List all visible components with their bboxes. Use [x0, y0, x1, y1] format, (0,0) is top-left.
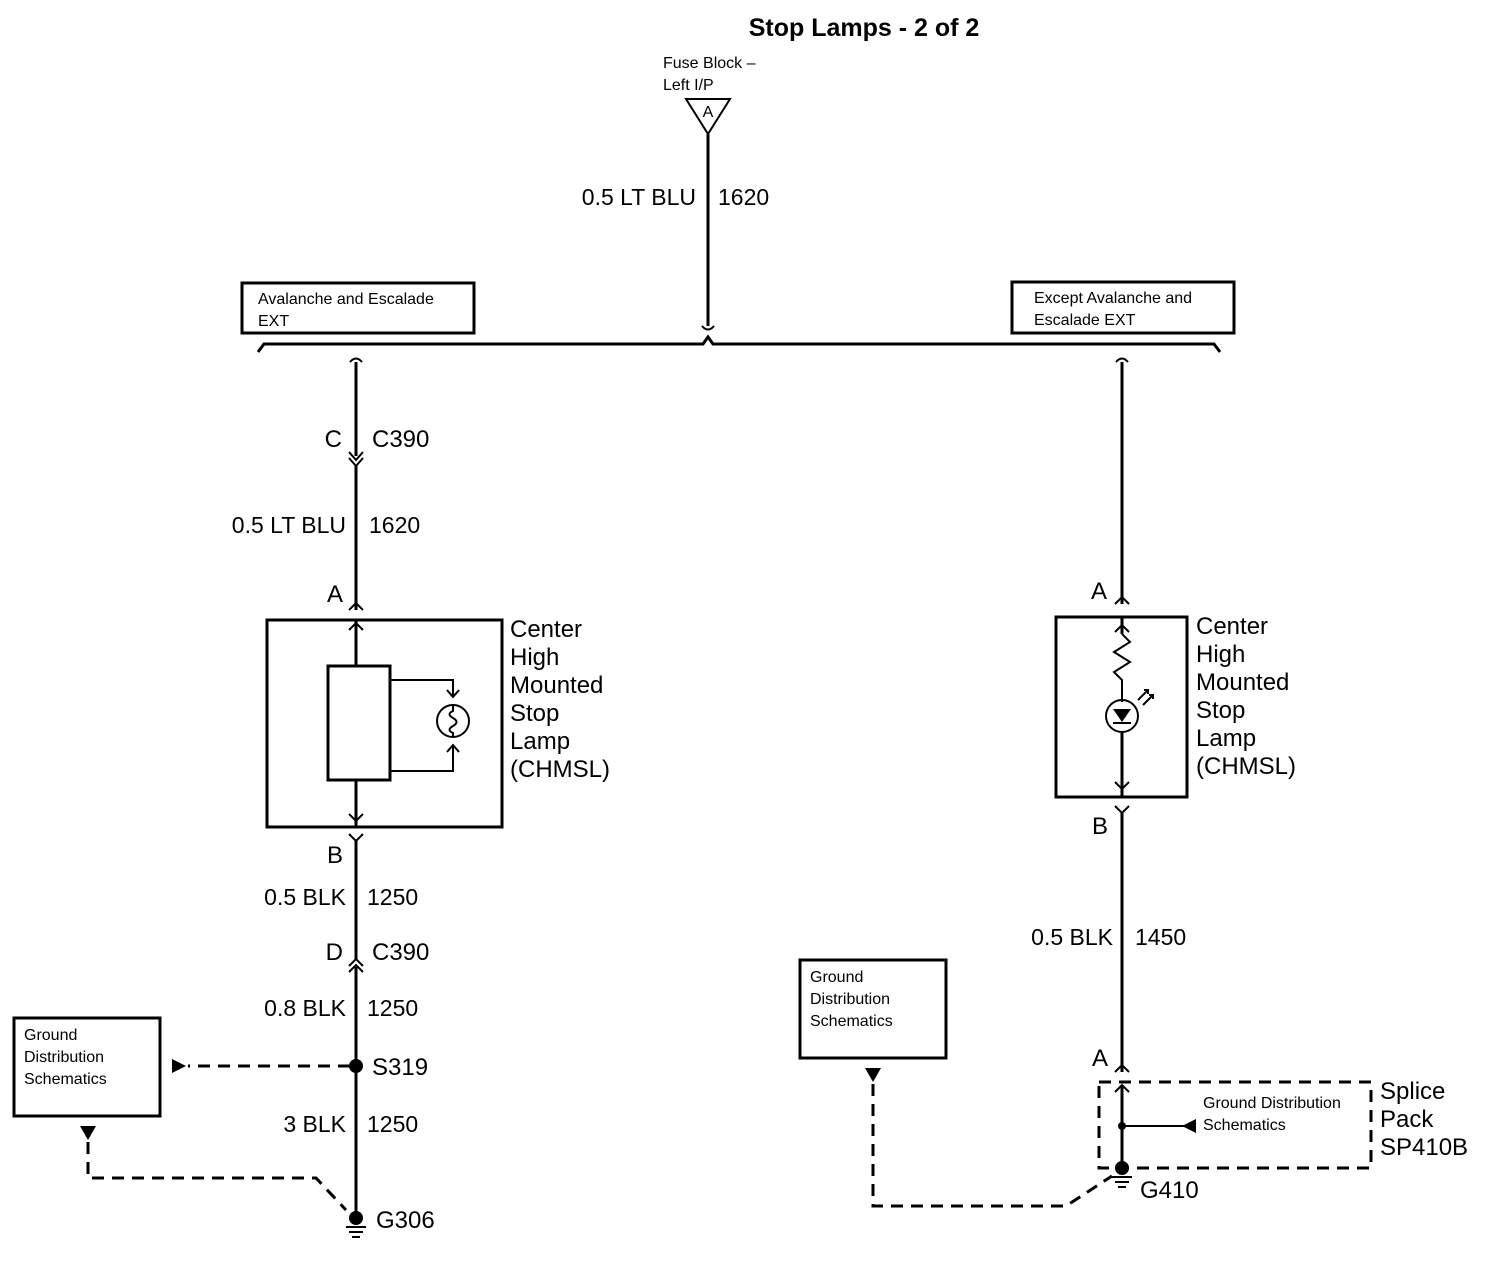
- splice-pack-name-1: Splice: [1380, 1078, 1445, 1105]
- left-lamp-name-3: Mounted: [510, 672, 603, 699]
- left-ground-ref-box: [12, 1016, 162, 1118]
- feed-wire-gauge: 0.5 LT BLU: [582, 184, 696, 210]
- right-lamp-pin-b: B: [1092, 813, 1108, 840]
- right-blk-gauge: 0.5 BLK: [1031, 924, 1113, 950]
- ref-arrow-icon: [865, 1068, 881, 1082]
- left-wire-gauge: 0.5 LT BLU: [232, 512, 346, 538]
- left-08blk-gauge: 0.8 BLK: [264, 995, 346, 1021]
- left-c390-pin: C: [325, 426, 342, 453]
- diagram-title: Stop Lamps - 2 of 2: [749, 14, 980, 42]
- option-left-line2: EXT: [258, 313, 289, 330]
- option-box-right: [1010, 280, 1236, 335]
- right-blk-circuit: 1450: [1135, 924, 1186, 950]
- wire-break-icon: [349, 357, 363, 363]
- option-box-left: [240, 281, 476, 335]
- right-lamp-name-3: Mounted: [1196, 669, 1289, 696]
- lamp-bulb-wire: [390, 679, 454, 772]
- left-lamp-pin-b: B: [327, 842, 343, 869]
- lamp-module-icon: [326, 664, 392, 782]
- ground-icon: [1112, 1161, 1132, 1188]
- option-right-line2: Escalade EXT: [1034, 312, 1136, 329]
- left-3blk-circuit: 1250: [367, 1111, 418, 1137]
- fuse-block-label-line2: Left I/P: [663, 77, 714, 94]
- right-lamp-name-6: (CHMSL): [1196, 753, 1296, 780]
- pin-arrow-icon: [1114, 1063, 1130, 1073]
- arrow-icon: [1114, 781, 1130, 791]
- left-c390-name: C390: [372, 426, 429, 453]
- right-lamp-pin-a: A: [1091, 578, 1107, 605]
- ref-arrow-icon: [172, 1059, 186, 1073]
- right-lamp-name-5: Lamp: [1196, 725, 1256, 752]
- left-lamp-name-2: High: [510, 644, 559, 671]
- ref-arrow-icon: [80, 1126, 96, 1140]
- left-ref-line3: Schematics: [24, 1071, 107, 1088]
- option-brace: [256, 334, 1222, 353]
- right-ground-ref-box: [798, 958, 948, 1060]
- pin-arrow-icon: [348, 833, 364, 843]
- right-ref-line2: Distribution: [810, 991, 890, 1008]
- ref-arrow-icon: [1182, 1119, 1196, 1133]
- pin-arrow-icon: [1114, 595, 1130, 605]
- option-right-line1: Except Avalanche and: [1034, 290, 1192, 307]
- feed-wire-circuit: 1620: [718, 184, 769, 210]
- left-splice-name: S319: [372, 1054, 428, 1081]
- pin-arrow-icon: [348, 601, 364, 611]
- fuse-block-label-line1: Fuse Block –: [663, 55, 756, 72]
- left-08blk-circuit: 1250: [367, 995, 418, 1021]
- left-c390-d-name: C390: [372, 939, 429, 966]
- bulb-icon: [436, 704, 470, 738]
- splice-pack-name-3: SP410B: [1380, 1134, 1468, 1161]
- resistor-icon: [1112, 633, 1132, 702]
- connector-icon: [348, 957, 364, 973]
- left-c390-d-pin: D: [326, 939, 343, 966]
- splice-ref-line2: Schematics: [1203, 1117, 1286, 1134]
- left-lamp-name-1: Center: [510, 616, 582, 643]
- right-lamp-name-2: High: [1196, 641, 1245, 668]
- left-blk-gauge: 0.5 BLK: [264, 884, 346, 910]
- arrow-icon: [348, 813, 364, 823]
- pin-arrow-icon: [1114, 805, 1130, 815]
- left-wire-circuit: 1620: [369, 512, 420, 538]
- arrow-icon: [446, 689, 460, 753]
- left-ref-line2: Distribution: [24, 1049, 104, 1066]
- right-ground-name: G410: [1140, 1177, 1199, 1204]
- ground-ref-dashed-line: [86, 1142, 348, 1212]
- splice-pack-name-2: Pack: [1380, 1106, 1434, 1133]
- left-lamp-name-5: Lamp: [510, 728, 570, 755]
- right-lamp-name-1: Center: [1196, 613, 1268, 640]
- right-splice-pin-a: A: [1092, 1045, 1108, 1072]
- fuse-terminal-icon: [684, 98, 732, 136]
- wire-break-icon: [1115, 357, 1129, 363]
- left-ground-name: G306: [376, 1207, 435, 1234]
- fuse-pin-label: A: [703, 104, 714, 121]
- left-lamp-name-4: Stop: [510, 700, 559, 727]
- wire-break-icon: [701, 325, 715, 331]
- right-lamp-name-4: Stop: [1196, 697, 1245, 724]
- right-ref-line1: Ground: [810, 969, 863, 986]
- left-3blk-gauge: 3 BLK: [283, 1111, 346, 1137]
- option-left-line1: Avalanche and Escalade: [258, 291, 434, 308]
- ground-icon: [346, 1211, 366, 1238]
- splice-ref-line1: Ground Distribution: [1203, 1095, 1341, 1112]
- left-blk-circuit: 1250: [367, 884, 418, 910]
- arrow-icon: [348, 621, 364, 631]
- right-ref-line3: Schematics: [810, 1013, 893, 1030]
- arrow-icon: [1114, 623, 1130, 633]
- left-lamp-pin-a: A: [327, 581, 343, 608]
- splice-dot-icon: [349, 1059, 363, 1073]
- ground-ref-dashed-line: [871, 1084, 1113, 1208]
- left-ref-line1: Ground: [24, 1027, 77, 1044]
- left-lamp-name-6: (CHMSL): [510, 756, 610, 783]
